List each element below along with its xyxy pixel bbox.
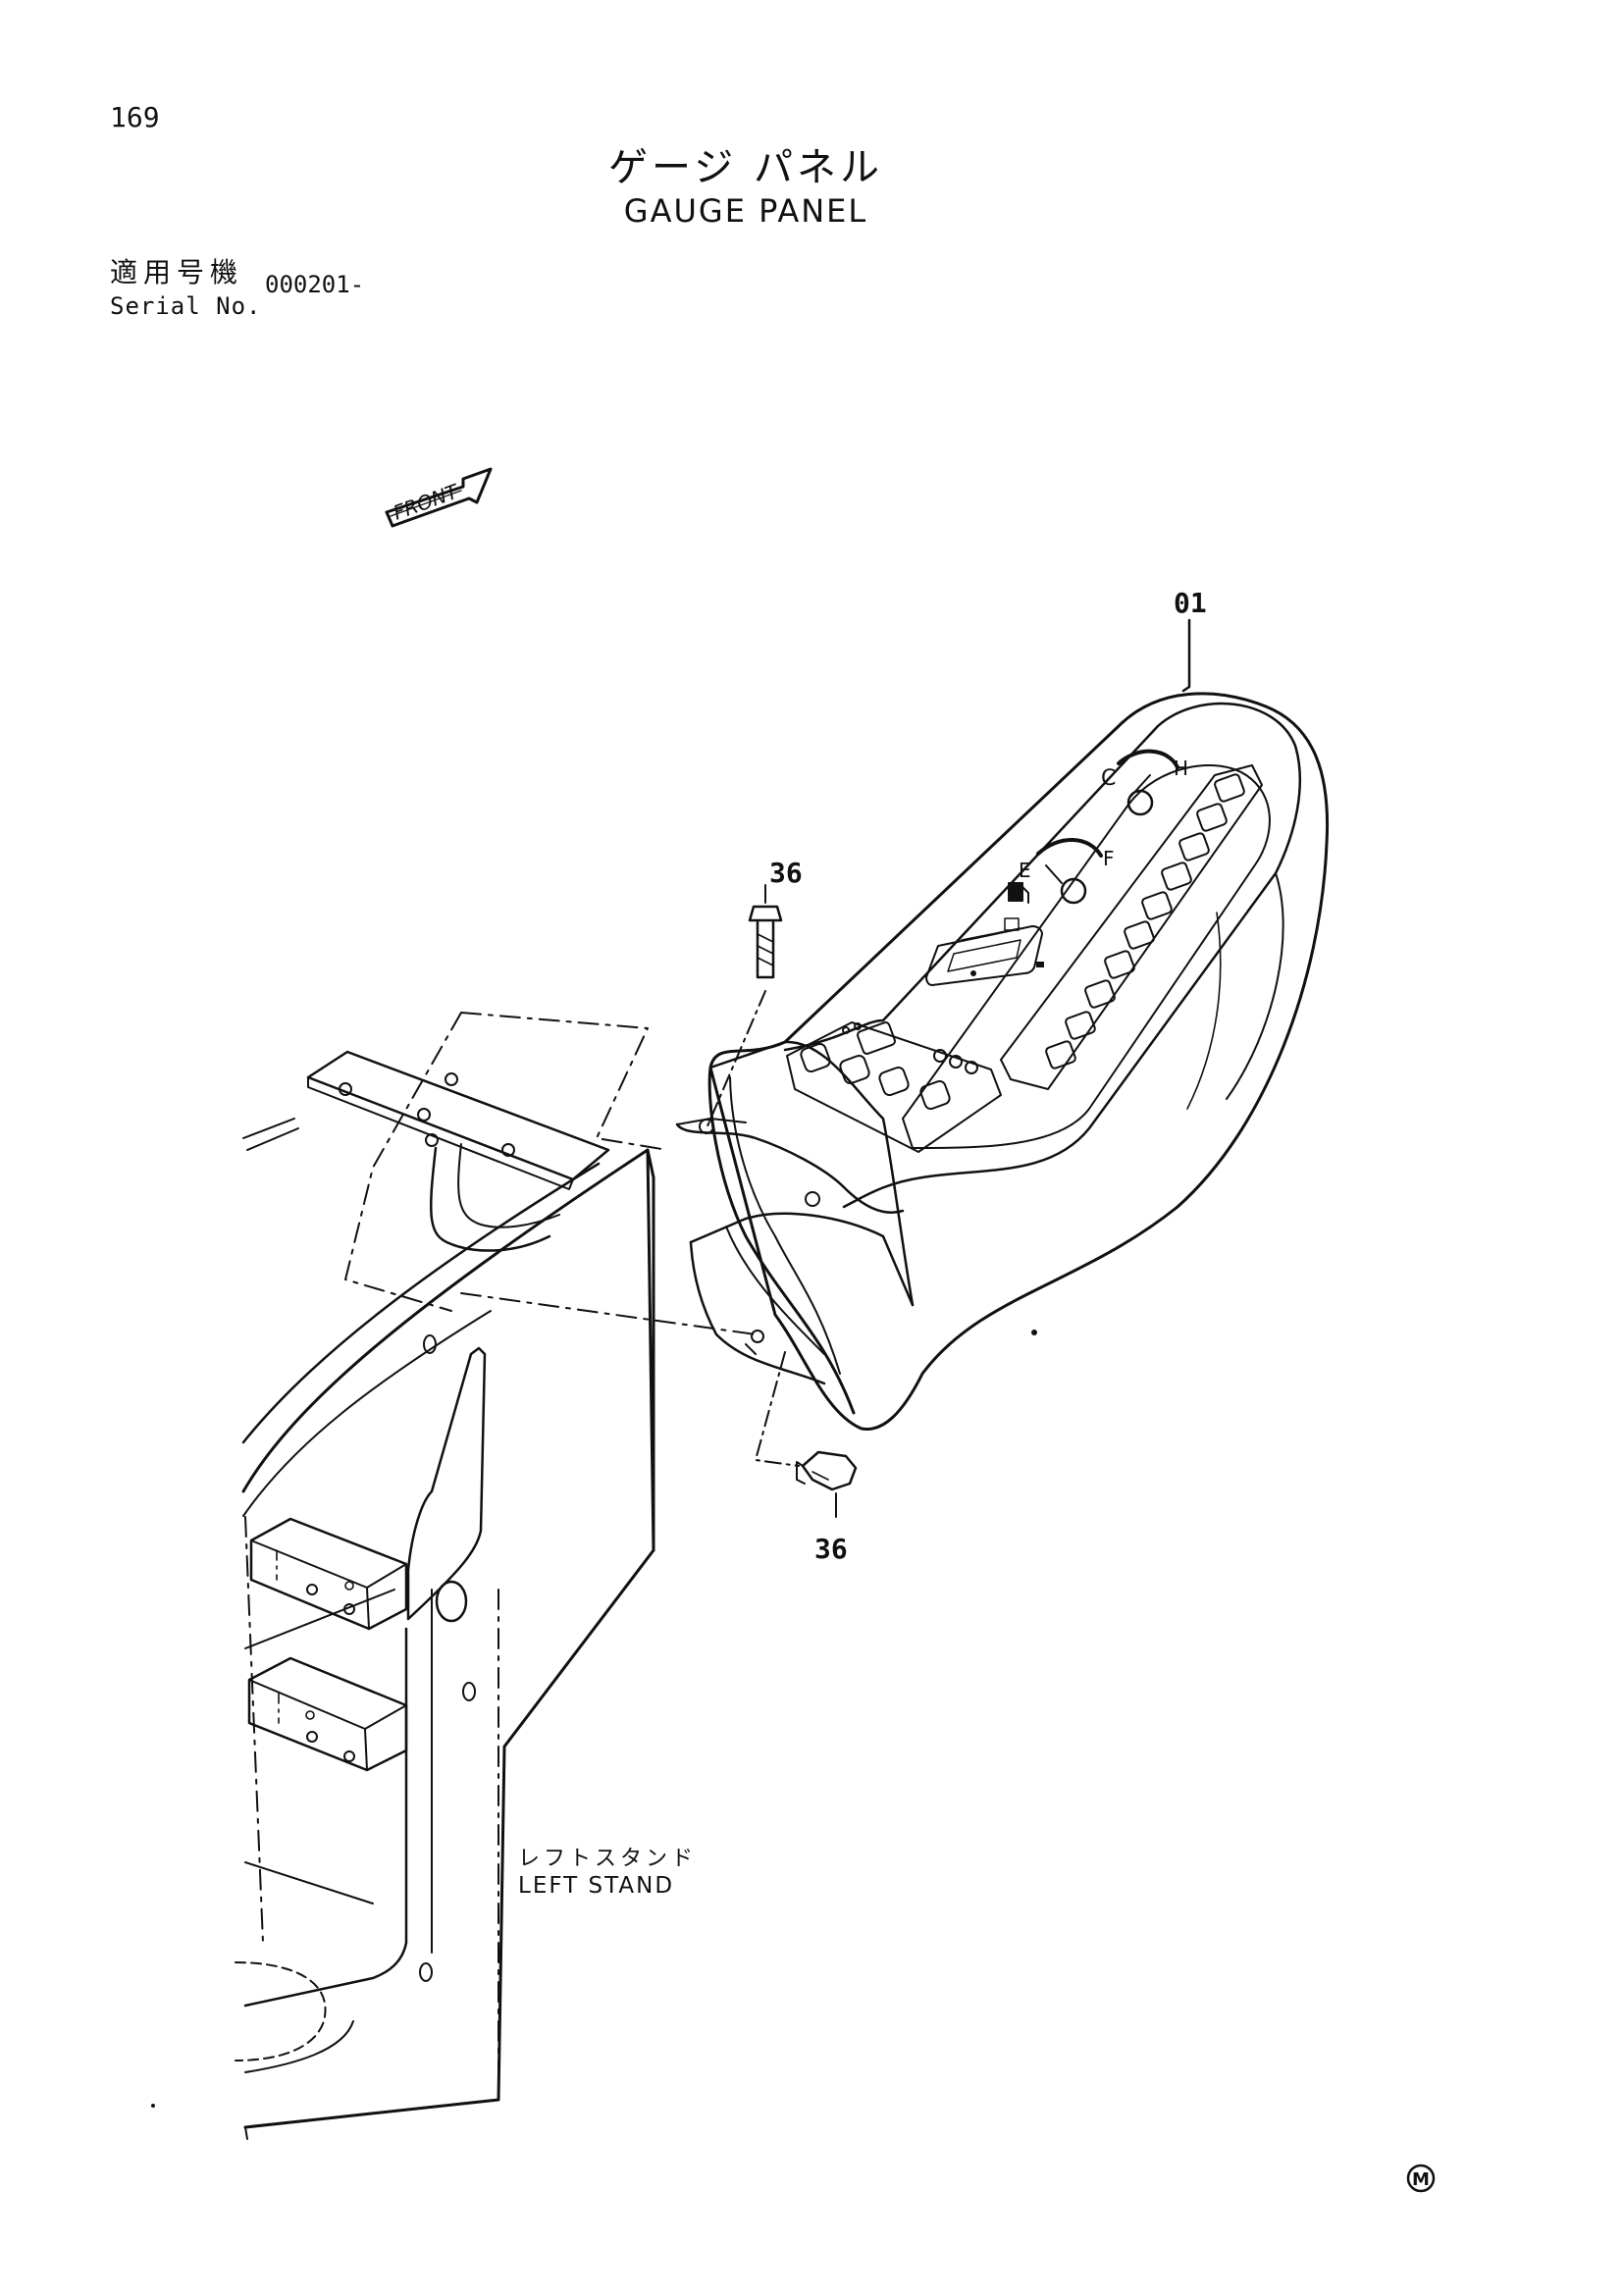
page-number: 169: [110, 101, 160, 133]
serial-label-japanese: 適用号機: [110, 256, 244, 288]
temp-low-label: C: [1101, 766, 1116, 791]
title-english: GAUGE PANEL: [623, 192, 868, 230]
callout-bolt-upper: 36: [769, 857, 803, 889]
fuel-empty-label: E: [1019, 859, 1031, 882]
serial-label-english: Serial No.: [110, 292, 262, 320]
fuel-full-label: F: [1103, 847, 1115, 870]
title-japanese: ゲージ パネル: [608, 145, 883, 190]
temp-high-label: H: [1174, 757, 1188, 780]
m-mark: M: [1406, 2164, 1436, 2193]
callout-bolt-lower: 36: [814, 1533, 848, 1565]
left-stand-frame: [235, 1050, 655, 2140]
hour-meter-icon: [1004, 917, 1020, 931]
front-arrow-icon: FRONT: [385, 467, 493, 528]
fuel-gauge: E F: [1008, 838, 1115, 905]
hour-meter-display: [925, 917, 1044, 986]
bolt-lower: [796, 1450, 858, 1518]
front-label: FRONT: [391, 479, 463, 525]
left-stand-label-japanese: レフトスタンド: [518, 1847, 698, 1871]
bolt-upper-axis-line: [706, 990, 766, 1129]
m-mark-letter: M: [1412, 2169, 1430, 2190]
callout-panel: 01: [1174, 587, 1207, 619]
switch-column: [1000, 764, 1263, 1090]
leader-line-panel: [1181, 618, 1191, 693]
temperature-gauge: C H: [1101, 749, 1188, 816]
bolt-upper: [748, 884, 783, 979]
switch-buttons: [1045, 773, 1245, 1070]
panel-bracket: [675, 1118, 915, 1385]
fuel-pump-icon: [1008, 882, 1029, 904]
left-stand-label-english: LEFT STAND: [518, 1873, 675, 1899]
bolt-lower-axis-line: [755, 1351, 800, 1467]
lower-switch-cluster: [786, 1021, 1002, 1153]
serial-number-value: 000201-: [265, 271, 365, 298]
phantom-lines: [244, 1012, 757, 2091]
